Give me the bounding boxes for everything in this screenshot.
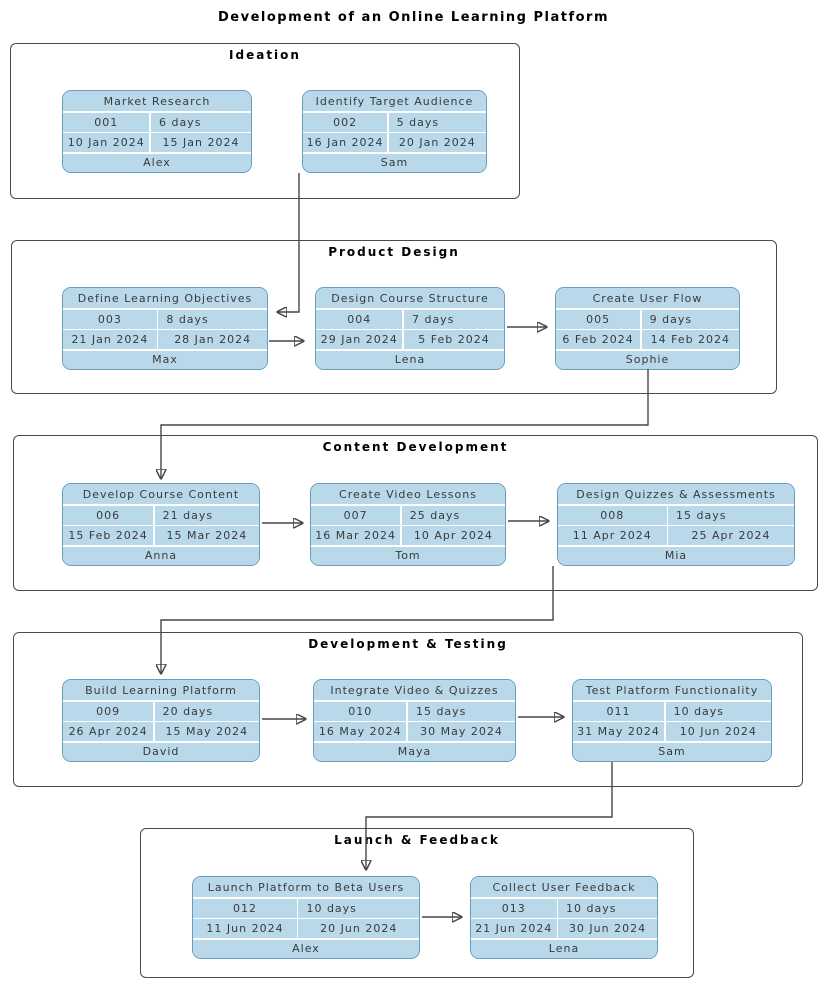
phase-label: Launch & Feedback (334, 833, 500, 847)
task-start-date: 29 Jan 2024 (316, 330, 403, 349)
task-owner: David (63, 742, 259, 761)
task-name: Create User Flow (556, 288, 739, 308)
task-end-date: 15 Mar 2024 (154, 526, 259, 545)
task-id: 010 (314, 701, 407, 721)
task-card-003: Define Learning Objectives 003 8 days 21… (62, 287, 268, 370)
task-start-date: 15 Feb 2024 (63, 526, 154, 545)
task-name: Integrate Video & Quizzes (314, 680, 515, 700)
phase-label: Ideation (229, 48, 301, 62)
task-card-005: Create User Flow 005 9 days 6 Feb 2024 1… (555, 287, 740, 370)
task-duration: 15 days (407, 701, 515, 721)
task-name: Collect User Feedback (471, 877, 657, 897)
task-start-date: 10 Jan 2024 (63, 133, 150, 152)
task-name: Develop Course Content (63, 484, 259, 504)
task-end-date: 5 Feb 2024 (403, 330, 504, 349)
task-owner: Tom (311, 546, 505, 565)
task-start-date: 31 May 2024 (573, 722, 665, 741)
task-name: Launch Platform to Beta Users (193, 877, 419, 897)
task-end-date: 15 May 2024 (154, 722, 259, 741)
task-owner: Maya (314, 742, 515, 761)
phase-label: Product Design (328, 245, 460, 259)
task-card-001: Market Research 001 6 days 10 Jan 2024 1… (62, 90, 252, 173)
task-card-011: Test Platform Functionality 011 10 days … (572, 679, 772, 762)
phase-label: Development & Testing (308, 637, 508, 651)
task-id: 003 (63, 309, 157, 329)
task-duration: 7 days (403, 309, 504, 329)
task-duration: 5 days (388, 112, 486, 132)
task-name: Create Video Lessons (311, 484, 505, 504)
task-owner: Sam (303, 153, 486, 172)
task-owner: Sophie (556, 350, 739, 369)
task-owner: Lena (316, 350, 504, 369)
task-id: 005 (556, 309, 641, 329)
task-card-012: Launch Platform to Beta Users 012 10 day… (192, 876, 420, 959)
task-start-date: 16 Jan 2024 (303, 133, 388, 152)
task-duration: 10 days (558, 898, 657, 918)
task-end-date: 14 Feb 2024 (641, 330, 739, 349)
task-end-date: 30 May 2024 (407, 722, 515, 741)
task-id: 011 (573, 701, 665, 721)
task-start-date: 11 Jun 2024 (193, 919, 297, 938)
phase-box-ideation: Ideation (10, 43, 520, 199)
task-name: Test Platform Functionality (573, 680, 771, 700)
task-duration: 15 days (668, 505, 794, 525)
task-id: 001 (63, 112, 150, 132)
task-name: Build Learning Platform (63, 680, 259, 700)
task-duration: 25 days (401, 505, 505, 525)
task-card-009: Build Learning Platform 009 20 days 26 A… (62, 679, 260, 762)
task-name: Design Quizzes & Assessments (558, 484, 794, 504)
task-duration: 9 days (641, 309, 739, 329)
task-id: 004 (316, 309, 403, 329)
task-name: Market Research (63, 91, 251, 111)
task-duration: 21 days (154, 505, 259, 525)
task-id: 002 (303, 112, 388, 132)
task-id: 009 (63, 701, 154, 721)
task-end-date: 30 Jun 2024 (558, 919, 657, 938)
task-start-date: 16 Mar 2024 (311, 526, 401, 545)
task-end-date: 10 Apr 2024 (401, 526, 505, 545)
task-card-004: Design Course Structure 004 7 days 29 Ja… (315, 287, 505, 370)
task-card-010: Integrate Video & Quizzes 010 15 days 16… (313, 679, 516, 762)
task-owner: Max (63, 350, 267, 369)
task-start-date: 16 May 2024 (314, 722, 407, 741)
task-card-008: Design Quizzes & Assessments 008 15 days… (557, 483, 795, 566)
task-start-date: 21 Jan 2024 (63, 330, 157, 349)
task-id: 012 (193, 898, 297, 918)
task-duration: 10 days (298, 898, 419, 918)
task-owner: Lena (471, 939, 657, 958)
task-name: Define Learning Objectives (63, 288, 267, 308)
task-start-date: 26 Apr 2024 (63, 722, 154, 741)
task-card-006: Develop Course Content 006 21 days 15 Fe… (62, 483, 260, 566)
task-end-date: 28 Jan 2024 (158, 330, 267, 349)
task-owner: Alex (193, 939, 419, 958)
task-end-date: 20 Jan 2024 (388, 133, 486, 152)
task-owner: Anna (63, 546, 259, 565)
task-duration: 20 days (154, 701, 259, 721)
task-id: 006 (63, 505, 154, 525)
task-owner: Mia (558, 546, 794, 565)
task-end-date: 25 Apr 2024 (668, 526, 794, 545)
task-owner: Sam (573, 742, 771, 761)
task-id: 008 (558, 505, 667, 525)
task-card-002: Identify Target Audience 002 5 days 16 J… (302, 90, 487, 173)
diagram-title: Development of an Online Learning Platfo… (217, 10, 610, 25)
task-duration: 6 days (150, 112, 251, 132)
task-id: 007 (311, 505, 401, 525)
task-end-date: 10 Jun 2024 (665, 722, 771, 741)
task-name: Identify Target Audience (303, 91, 486, 111)
task-owner: Alex (63, 153, 251, 172)
task-start-date: 11 Apr 2024 (558, 526, 667, 545)
task-start-date: 21 Jun 2024 (471, 919, 557, 938)
task-end-date: 20 Jun 2024 (298, 919, 419, 938)
task-duration: 8 days (158, 309, 267, 329)
task-duration: 10 days (665, 701, 771, 721)
task-end-date: 15 Jan 2024 (150, 133, 251, 152)
task-card-007: Create Video Lessons 007 25 days 16 Mar … (310, 483, 506, 566)
task-name: Design Course Structure (316, 288, 504, 308)
task-start-date: 6 Feb 2024 (556, 330, 641, 349)
task-card-013: Collect User Feedback 013 10 days 21 Jun… (470, 876, 658, 959)
task-id: 013 (471, 898, 557, 918)
phase-label: Content Development (322, 440, 509, 454)
